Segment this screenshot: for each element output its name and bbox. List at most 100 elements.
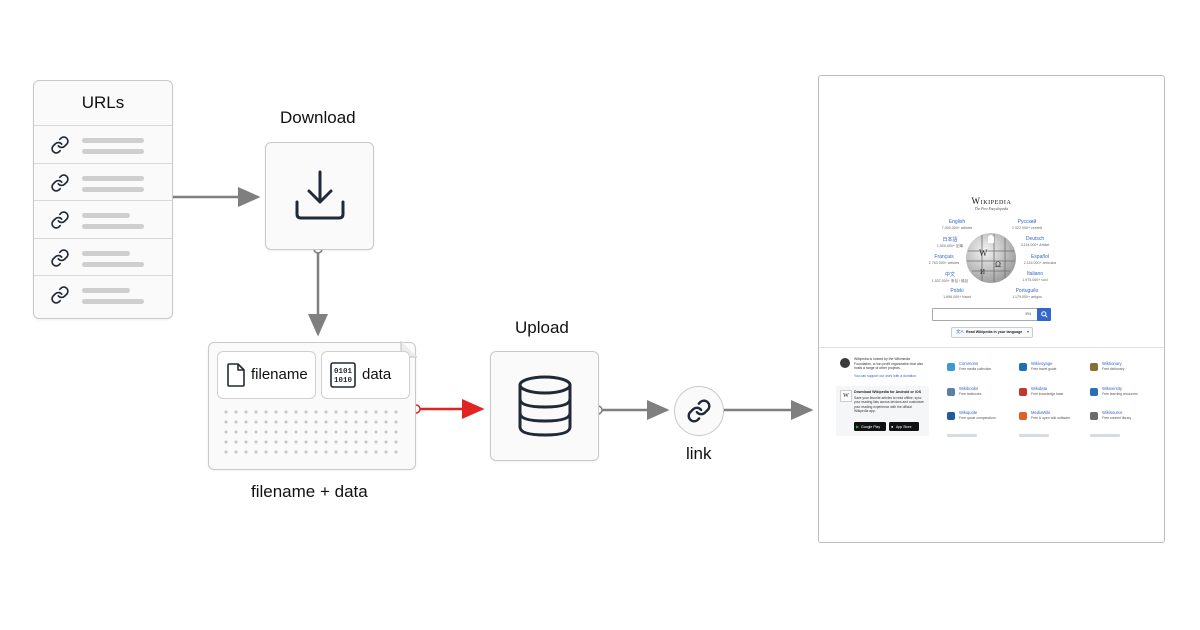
data-dot — [284, 420, 288, 424]
data-dot — [254, 410, 258, 414]
google-play-badge[interactable]: Google Play ▶ — [854, 422, 886, 431]
data-dot — [254, 420, 258, 424]
wiki-search-input[interactable]: EN — [932, 308, 1038, 321]
wiki-language-name: 日本語 — [942, 237, 958, 243]
wiki-project-desc: Free learning resources — [1102, 392, 1138, 396]
svg-text:И: И — [980, 268, 985, 276]
wiki-donation-link[interactable]: You can support our work with a donation… — [854, 374, 918, 378]
url-text-placeholder — [82, 250, 130, 256]
url-text-placeholder — [82, 138, 144, 143]
data-dot — [344, 410, 348, 414]
file-icon — [227, 363, 245, 387]
wiki-tagline: The Free Encyclopedia — [974, 207, 1009, 211]
wiki-language-name: Español — [1030, 254, 1050, 260]
data-dot — [254, 430, 258, 434]
url-row — [34, 237, 172, 276]
wiki-project-desc: Free media collection — [959, 367, 992, 371]
url-text-placeholder — [82, 149, 144, 154]
wiki-project-icon — [947, 412, 955, 420]
data-dot — [324, 410, 328, 414]
urls-card: URLs — [33, 80, 173, 319]
data-dot — [264, 440, 268, 444]
data-dot — [314, 440, 318, 444]
wiki-project-desc: Free dictionary — [1102, 367, 1125, 371]
data-dot — [334, 420, 338, 424]
wiki-project-placeholder — [1019, 434, 1049, 437]
wiki-language-name: Italiano — [1026, 271, 1044, 277]
data-dot — [374, 450, 378, 454]
data-dot — [384, 420, 388, 424]
wiki-read-language-button[interactable]: 文A Read Wikipedia in your language ▾ — [951, 327, 1033, 338]
app-store-badge[interactable]: App Store ● — [889, 422, 919, 431]
wiki-search-button[interactable] — [1037, 308, 1051, 321]
wikipedia-globe-icon: W Ω И — [966, 233, 1016, 283]
data-dot — [284, 450, 288, 454]
data-dot — [374, 420, 378, 424]
wiki-project-name: Wikiversity — [1102, 386, 1123, 391]
data-dot — [224, 410, 228, 414]
wiki-language-name: Русский — [1017, 219, 1037, 225]
link-icon — [50, 285, 70, 305]
data-dot — [224, 450, 228, 454]
wiki-project-icon — [1090, 388, 1098, 396]
database-icon — [518, 375, 572, 437]
wikipedia-page-preview: Wikipedia The Free Encyclopedia W Ω И En… — [818, 75, 1165, 543]
translate-icon: 文A — [956, 329, 964, 334]
data-dot — [274, 440, 278, 444]
url-row — [34, 275, 172, 313]
data-dot — [354, 440, 358, 444]
wiki-project-desc: Free quote compendium — [959, 416, 996, 420]
wiki-project-desc: Free & open wiki software — [1031, 416, 1071, 420]
data-dot — [234, 440, 238, 444]
wiki-search-lang: EN — [1025, 311, 1031, 316]
data-dot — [354, 430, 358, 434]
download-label: Download — [280, 108, 356, 127]
data-dot — [224, 440, 228, 444]
url-row — [34, 125, 172, 163]
url-text-placeholder — [82, 288, 130, 293]
wiki-project-desc: Free textbooks — [959, 392, 982, 396]
data-dot — [234, 410, 238, 414]
wiki-project-icon — [947, 388, 955, 396]
document-caption: filename + data — [251, 482, 368, 501]
data-chip: 0101 1010 data — [321, 351, 410, 399]
data-dot — [284, 410, 288, 414]
download-node — [265, 142, 374, 250]
data-dot — [244, 440, 248, 444]
data-dot — [274, 410, 278, 414]
data-dot — [394, 440, 398, 444]
data-dot — [354, 410, 358, 414]
wiki-language-name: Deutsch — [1025, 236, 1045, 242]
data-dot — [234, 450, 238, 454]
data-dot — [314, 430, 318, 434]
data-dot — [344, 430, 348, 434]
data-dot — [384, 440, 388, 444]
data-dot — [244, 420, 248, 424]
wiki-language-count: 1,537,000+ 条目 / 條目 — [931, 279, 969, 283]
wiki-language-name: Português — [1015, 288, 1039, 294]
data-dot — [294, 410, 298, 414]
wiki-project-name: Wikiquote — [959, 410, 978, 415]
data-dot — [244, 450, 248, 454]
data-dot — [284, 430, 288, 434]
wiki-language-name: English — [948, 219, 966, 225]
